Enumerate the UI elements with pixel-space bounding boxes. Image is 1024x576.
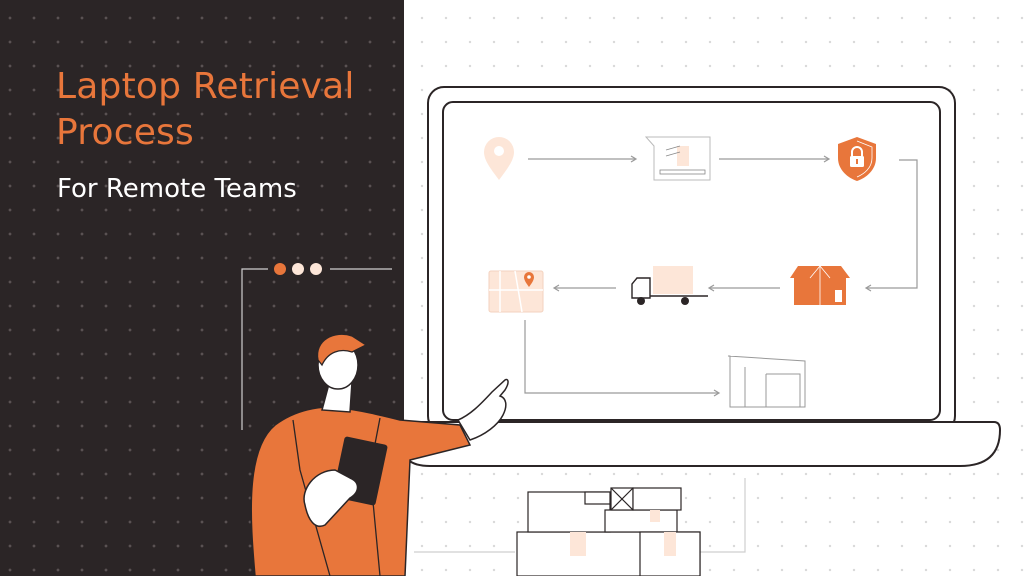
decorative-connectors [241, 268, 746, 553]
checklist-form-icon [644, 136, 711, 181]
page-subtitle: For Remote Teams [57, 174, 297, 204]
dark-panel [0, 0, 404, 576]
person-with-tablet [250, 333, 509, 576]
pagination-dots [274, 263, 322, 275]
stacked-boxes [516, 487, 701, 576]
delivery-truck-icon [631, 266, 708, 305]
warehouse-icon [727, 355, 806, 408]
laptop [399, 86, 1002, 467]
title-line-2: Process [56, 112, 194, 153]
package-box-icon [790, 265, 850, 305]
map-location-icon [488, 270, 544, 313]
location-pin-icon [484, 137, 514, 180]
page-title: Laptop Retrieval Process [56, 64, 355, 156]
security-shield-lock-icon [838, 137, 876, 181]
title-line-1: Laptop Retrieval [56, 66, 355, 107]
flow-arrows [524, 155, 918, 397]
